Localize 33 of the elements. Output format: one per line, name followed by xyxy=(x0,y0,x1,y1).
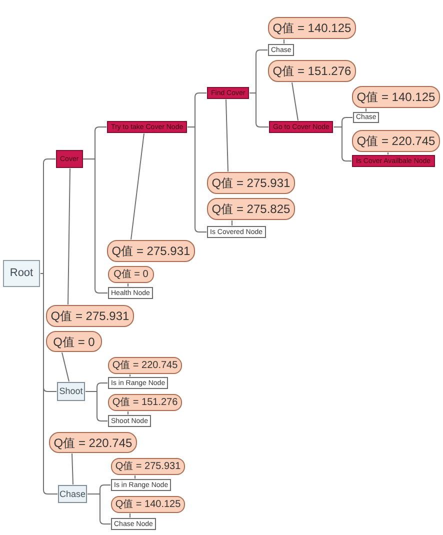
connector-line xyxy=(333,126,352,162)
q-value-bubble: Q值 = 151.276 xyxy=(268,60,356,82)
q-value-bubble: Q值 = 275.825 xyxy=(207,198,295,220)
leader-line xyxy=(68,168,70,305)
connector-line xyxy=(249,92,269,128)
q-value-bubble: Q值 = 220.745 xyxy=(49,432,137,453)
q-value-bubble: Q值 = 275.931 xyxy=(207,172,295,194)
q-value-bubble: Q值 = 140.125 xyxy=(352,86,440,108)
branch-node: Shoot xyxy=(57,382,85,401)
q-value-bubble: Q值 = 275.931 xyxy=(46,305,134,327)
q-value-bubble: Q值 = 220.745 xyxy=(108,357,182,374)
q-value-bubble: Q值 = 220.745 xyxy=(352,130,440,152)
connector-line xyxy=(40,158,56,274)
branch-node: Chase xyxy=(58,485,87,503)
leader-line xyxy=(292,82,298,121)
q-value-bubble: Q值 = 151.276 xyxy=(108,394,182,411)
q-value-bubble: Q值 = 140.125 xyxy=(111,496,185,513)
q-value-bubble: Q值 = 140.125 xyxy=(268,17,356,39)
root-node: Root xyxy=(3,260,40,287)
leader-line xyxy=(134,475,136,479)
q-value-bubble: Q值 = 0 xyxy=(46,331,102,352)
connector-line xyxy=(40,273,58,494)
connector-line xyxy=(187,126,207,232)
connector-line xyxy=(82,158,108,294)
q-value-bubble: Q值 = 0 xyxy=(108,266,154,283)
leader-line xyxy=(130,133,144,240)
leader-line xyxy=(62,352,70,382)
q-value-bubble: Q值 = 275.931 xyxy=(111,458,185,475)
connector-line xyxy=(87,494,111,524)
leader-line xyxy=(226,99,228,172)
leader-line xyxy=(72,453,74,485)
q-value-bubble: Q值 = 275.931 xyxy=(107,240,195,262)
connector-line xyxy=(85,391,108,422)
